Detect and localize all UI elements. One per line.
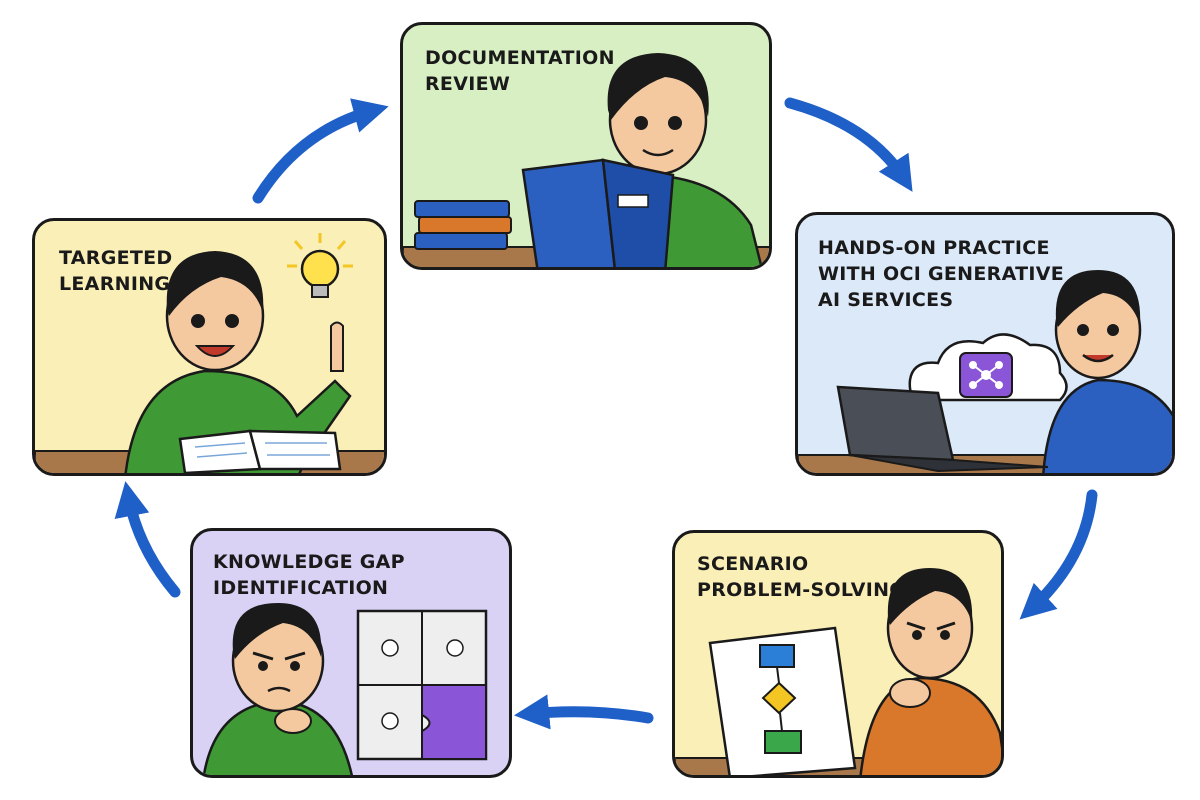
arrow-documentation-to-hands-on [784, 97, 913, 192]
open-notebook-icon [178, 429, 342, 473]
step-title: SCENARIO PROBLEM-SOLVING [697, 553, 906, 601]
arrow-hands-on-to-scenario [1019, 489, 1098, 620]
flowchart-icon [708, 626, 857, 775]
step-title: DOCUMENTATION REVIEW [425, 47, 615, 95]
student-typing [1042, 270, 1172, 473]
student-frowning [202, 603, 353, 775]
step-knowledge-gap-identification: KNOWLEDGE GAP IDENTIFICATION [190, 528, 512, 778]
laptop-icon [836, 385, 1049, 473]
arrow-knowledge-gap-to-targeted [114, 481, 181, 598]
cloud-icon [908, 333, 1068, 402]
step-title: HANDS-ON PRACTICE WITH OCI GENERATIVE AI… [818, 237, 1065, 311]
student-thinking [859, 568, 1001, 775]
arrow-targeted-to-documentation [252, 98, 389, 204]
book-icon [521, 158, 675, 267]
step-hands-on-practice: HANDS-ON PRACTICE WITH OCI GENERATIVE AI… [795, 212, 1175, 476]
step-scenario-problem-solving: SCENARIO PROBLEM-SOLVING [672, 530, 1004, 778]
lightbulb-icon [287, 233, 353, 298]
step-title: KNOWLEDGE GAP IDENTIFICATION [213, 551, 405, 599]
puzzle-icon [356, 609, 488, 761]
step-targeted-learning: TARGETED LEARNING [32, 218, 387, 476]
step-title: TARGETED LEARNING [59, 247, 173, 295]
step-documentation-review: DOCUMENTATION REVIEW [400, 22, 772, 270]
arrow-scenario-to-knowledge-gap [513, 694, 654, 730]
book-stack-icon [414, 200, 512, 250]
